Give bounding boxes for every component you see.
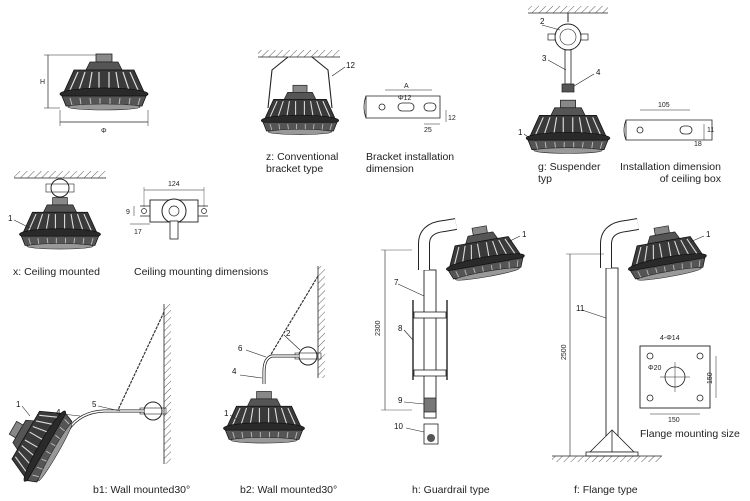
svg-text:4: 4 (232, 367, 237, 376)
caption-guardrail: h: Guardrail type (412, 484, 490, 496)
svg-text:Φ20: Φ20 (648, 365, 661, 372)
ceiling-mount-detail (130, 187, 208, 240)
caption-bracket-installation: Bracket installation dimension (366, 151, 455, 175)
lamp-bracket-type (258, 50, 340, 136)
svg-text:1: 1 (224, 409, 229, 418)
caption-suspender: g: Suspender typ (538, 161, 601, 185)
svg-text:1: 1 (8, 214, 13, 223)
svg-text:12: 12 (346, 61, 355, 70)
svg-text:12: 12 (448, 115, 456, 122)
svg-text:2: 2 (540, 17, 545, 26)
callout-leaders (13, 24, 705, 433)
lamp-basic (44, 53, 149, 126)
bracket-plate-detail (363, 89, 447, 125)
svg-text:2300: 2300 (375, 320, 382, 336)
svg-text:8: 8 (398, 324, 403, 333)
dimension-labels: H Φ A Φ12 25 12 105 11 18 124 9 17 2300 … (40, 79, 714, 424)
lamp-wall-mounted-b2 (222, 266, 325, 444)
svg-text:7: 7 (394, 278, 399, 287)
lamp-suspender-type (525, 6, 611, 154)
svg-text:Φ: Φ (101, 128, 107, 135)
svg-text:4-Φ14: 4-Φ14 (660, 335, 680, 342)
svg-text:9: 9 (398, 396, 403, 405)
caption-wall-b1: b1: Wall mounted30° (93, 484, 191, 496)
svg-text:25: 25 (424, 127, 432, 134)
callout-numbers: 12 2 3 4 1 1 1 4 5 2 1 4 6 7 8 9 10 1 11… (8, 17, 711, 431)
caption-ceiling-mounted: x: Ceiling mounted (13, 266, 100, 278)
svg-text:5: 5 (92, 400, 97, 409)
lamp-ceiling-mounted (14, 171, 106, 250)
caption-flange-size: Flange mounting size (640, 428, 740, 440)
svg-text:3: 3 (542, 54, 547, 63)
svg-text:11: 11 (576, 304, 585, 313)
svg-text:H: H (40, 79, 45, 86)
caption-ceiling-dims: Ceiling mounting dimensions (134, 266, 269, 278)
svg-text:18: 18 (694, 141, 702, 148)
svg-text:4: 4 (56, 408, 61, 417)
svg-text:1: 1 (706, 230, 711, 239)
svg-text:1: 1 (16, 400, 21, 409)
caption-wall-b2: b2: Wall mounted30° (240, 484, 338, 496)
svg-text:2500: 2500 (561, 344, 568, 360)
svg-text:10: 10 (394, 422, 403, 431)
lamp-wall-mounted-b1 (0, 304, 171, 490)
svg-text:150: 150 (668, 417, 680, 424)
svg-text:150: 150 (707, 372, 714, 384)
svg-text:1: 1 (518, 128, 523, 137)
caption-conventional-bracket: z: Conventional bracket type (266, 151, 339, 175)
ceiling-box-plate-detail (623, 109, 713, 141)
caption-ceiling-box: Installation dimension of ceiling box (620, 161, 721, 185)
svg-text:124: 124 (168, 181, 180, 188)
svg-text:17: 17 (134, 229, 142, 236)
caption-flange: f: Flange type (574, 484, 638, 496)
svg-text:4: 4 (596, 68, 601, 77)
lamp-guardrail-type (381, 218, 528, 445)
svg-text:2: 2 (286, 329, 291, 338)
svg-text:6: 6 (238, 344, 243, 353)
svg-text:105: 105 (658, 102, 670, 109)
lamp-flange-type (552, 218, 717, 462)
svg-text:Φ12: Φ12 (398, 95, 411, 102)
svg-text:1: 1 (522, 230, 527, 239)
svg-text:11: 11 (707, 127, 714, 134)
svg-text:9: 9 (126, 209, 130, 216)
svg-text:A: A (404, 83, 409, 90)
